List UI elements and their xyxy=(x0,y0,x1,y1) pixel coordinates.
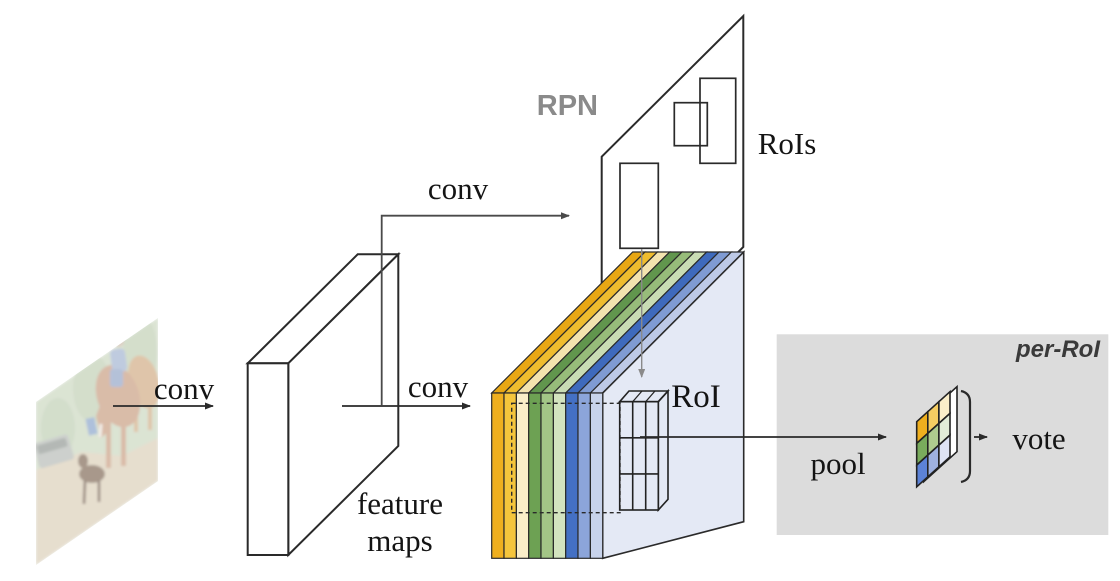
photo-car xyxy=(36,434,74,469)
conv-label-mid: conv xyxy=(408,369,469,404)
roi-grid-outline xyxy=(618,400,660,511)
vote-label: vote xyxy=(1012,421,1065,456)
score-map-stripe xyxy=(565,392,579,559)
conv-label-input: conv xyxy=(154,371,215,406)
score-map-stripe xyxy=(540,392,554,559)
photo-person-blue xyxy=(85,417,98,436)
score-map-stripe xyxy=(528,392,542,559)
roi-label: RoI xyxy=(671,379,721,415)
feature-maps-label-line2: maps xyxy=(367,523,432,558)
photo-car-window xyxy=(37,438,68,455)
score-map-stripe xyxy=(589,392,604,559)
photo-wash-overlay xyxy=(36,318,158,565)
rpn-roi-box-large xyxy=(619,162,660,250)
score-maps-stack xyxy=(490,250,746,560)
score-map-stripe xyxy=(503,392,517,559)
photo-horse-main xyxy=(95,364,141,468)
pooled-cell xyxy=(938,433,951,469)
feature-maps-label-line1: feature xyxy=(357,486,443,521)
score-map-stripe xyxy=(491,392,505,559)
score-map-stripe xyxy=(577,392,591,559)
roi-grid-box xyxy=(617,388,670,513)
score-map-stripe xyxy=(552,392,567,559)
feature-box-front-face xyxy=(246,362,290,556)
score-map-stripe xyxy=(515,392,530,559)
per-roi-label: per-RoI xyxy=(1015,336,1101,363)
rpn-roi-box-tall xyxy=(699,77,737,165)
rpn-roi-box-small xyxy=(673,101,709,147)
photo-ground xyxy=(36,438,158,565)
conv-label-rpn: conv xyxy=(428,171,489,206)
input-image-photo xyxy=(36,318,168,565)
conv-arrow-rpn xyxy=(380,212,570,406)
photo-foal xyxy=(78,454,105,505)
photo-horse-blaze xyxy=(98,423,103,438)
photo-person-red xyxy=(160,326,168,347)
feature-maps-box xyxy=(245,251,401,558)
rois-label: RoIs xyxy=(758,126,817,161)
vote-bracket xyxy=(960,389,972,484)
pooled-score-card xyxy=(915,384,958,489)
rpn-label: RPN xyxy=(537,90,598,122)
pool-label: pool xyxy=(810,446,865,481)
